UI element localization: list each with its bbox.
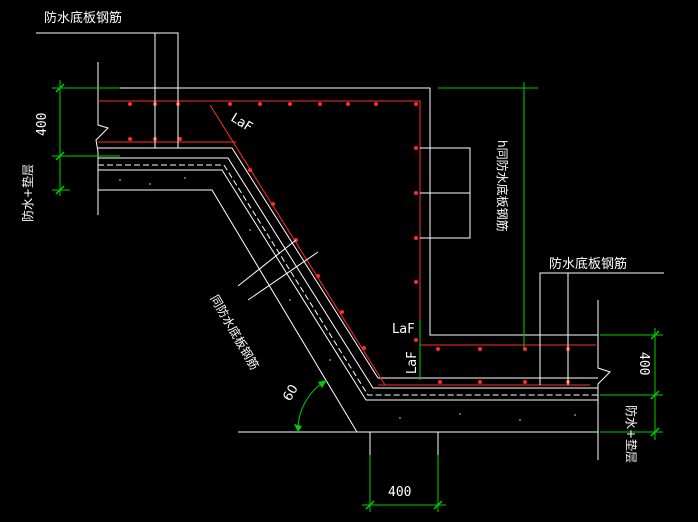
hatch-dot [289,299,291,301]
label-laf-slope: LaF [228,111,255,136]
label-h-same-rebar: h同防水底板钢筋 [495,140,510,232]
hatch-dot [249,229,251,231]
arrow-head [294,424,302,432]
rebar-dot [258,102,262,106]
right-break-line [597,300,611,460]
rebar-dot [271,202,275,206]
rebar-dot [178,137,182,141]
rebar-dot [438,380,442,384]
hatch-dot [149,183,151,185]
dim-bottom-400: 400 [388,485,411,500]
label-waterproof-cushion-right: 防水+垫层 [624,405,639,463]
rebar-dot [374,102,378,106]
tick-mark [55,151,65,161]
rebar-dot [288,102,292,106]
rebar-dot [523,380,527,384]
concrete-outline [95,62,611,512]
rebar-dot [414,338,418,342]
rebar-dot [346,102,350,106]
cushion-bottom [98,189,598,433]
tick-mark [433,500,443,510]
leader-top-rebar [36,32,179,148]
leader-slope-rebar-2 [237,239,297,287]
rebar-dot [316,274,320,278]
tick-mark [650,427,660,437]
rebar-dot [414,146,418,150]
hatch-dot [119,179,121,181]
angle-arc [297,379,328,433]
waterproof-layer-2 [98,164,598,396]
cushion-hatch [119,177,576,421]
tick-mark [650,330,660,340]
rebar-dot [318,102,322,106]
label-laf-vertical: LaF [405,351,420,374]
rebar-dot [248,168,252,172]
rebar [98,100,596,386]
dimension-lines [52,80,663,512]
hatch-dot [574,414,576,416]
tick-mark [55,185,65,195]
rebar-dot [414,102,418,106]
rebar-dot [414,191,418,195]
rebar-dot [478,347,482,351]
mid-rebar-right [419,238,596,346]
top-rebar [98,100,421,238]
label-right-bottom-rebar: 防水底板钢筋 [549,256,627,272]
tick-mark [650,390,660,400]
rebar-dot [362,346,366,350]
cushion-top [98,169,598,401]
hatch-dot [329,359,331,361]
leader-right-rebar [539,272,664,385]
slab-top-edge [98,87,598,336]
label-angle: 60 [280,382,301,404]
hatch-dot [399,417,401,419]
leader-slope-rebar [247,251,319,301]
rebar-dot [436,347,440,351]
tick-mark [55,83,65,93]
rebar-dot [414,280,418,284]
hatch-dot [459,413,461,415]
rebar-dot [340,310,344,314]
dim-ticks [55,83,660,510]
label-waterproof-cushion-left: 防水+垫层 [20,164,35,222]
rebar-dot [128,137,132,141]
hatch-dot [519,419,521,421]
dim-right-400: 400 [636,352,651,375]
waterproof-layer-1 [98,157,598,389]
tick-mark [365,500,375,510]
arrow-head [318,380,327,388]
slab-bottom-edge [98,147,598,379]
rebar-dot [414,236,418,240]
label-slope-same-rebar: 同防水底板钢筋 [207,292,262,372]
dim-left-400: 400 [35,113,50,136]
slope-rebar-upper [209,104,386,386]
left-break-line [95,62,109,215]
hatch-dot [184,177,186,179]
label-top-bottom-rebar: 防水底板钢筋 [44,10,122,26]
angle-arrows [294,380,327,432]
rebar-dot [128,102,132,106]
rebar-dot [478,380,482,384]
rebar-dot [228,102,232,106]
leader-lines [36,32,664,385]
label-laf-horizontal: LaF [392,322,415,337]
